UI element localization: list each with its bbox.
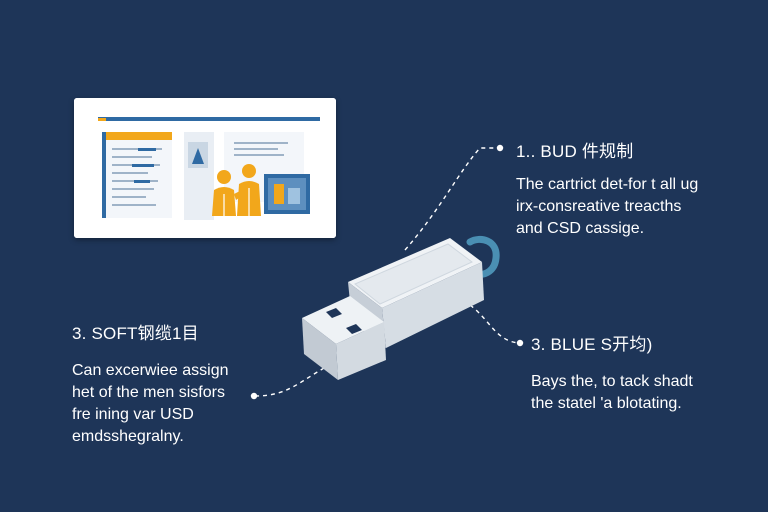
callout-1-line: and CSD cassige. bbox=[516, 220, 645, 237]
callout-2-line: Can excerwiee assign bbox=[72, 362, 229, 379]
callout-3: 3. BLUE S开均) Bays the, to tack shadt the… bbox=[531, 330, 693, 415]
usb-body-front bbox=[382, 262, 484, 348]
callout-2-line: het of the men sisfors bbox=[72, 384, 225, 401]
usb-connector-top bbox=[302, 296, 384, 344]
leader-dot-3 bbox=[516, 339, 524, 347]
usb-hole-2 bbox=[346, 324, 362, 334]
leader-dot-1 bbox=[496, 144, 504, 152]
leader-line-2 bbox=[254, 361, 336, 397]
callout-1-line: irx-consreative treacths bbox=[516, 198, 682, 215]
callout-2-line: fre ining var USD bbox=[72, 406, 194, 423]
callout-3-line: the statel 'a blotating. bbox=[531, 395, 682, 412]
callout-3-heading: 3. BLUE S开均) bbox=[531, 335, 653, 354]
screenshot-art bbox=[74, 98, 336, 238]
usb-loop bbox=[466, 235, 500, 278]
callout-3-body: Bays the, to tack shadt the statel 'a bl… bbox=[531, 371, 693, 415]
callout-2-heading: 3. SOFT钢缆1目 bbox=[72, 324, 199, 343]
leader-line-3 bbox=[469, 304, 519, 344]
usb-drive-icon bbox=[302, 235, 500, 380]
callout-1-line: The cartrict det-for t all ug bbox=[516, 176, 699, 193]
usb-hole-1 bbox=[326, 308, 342, 318]
usb-panel bbox=[354, 243, 473, 305]
callout-2-line: emdsshegralny. bbox=[72, 428, 184, 445]
callout-1-body: The cartrict det-for t all ug irx-consre… bbox=[516, 174, 698, 240]
screenshot-illustration bbox=[74, 98, 336, 238]
callout-3-line: Bays the, to tack shadt bbox=[531, 373, 693, 390]
usb-connector-front bbox=[336, 322, 386, 380]
leader-dot-2 bbox=[250, 392, 258, 400]
leader-line-1 bbox=[404, 147, 498, 251]
callout-1-heading: 1.. BUD 件规制 bbox=[516, 142, 634, 161]
usb-connector-side bbox=[302, 318, 338, 380]
callout-2: 3. SOFT钢缆1目 Can excerwiee assign het of … bbox=[72, 319, 229, 448]
callout-1: 1.. BUD 件规制 The cartrict det-for t all u… bbox=[516, 137, 698, 240]
callout-2-body: Can excerwiee assign het of the men sisf… bbox=[72, 360, 229, 448]
